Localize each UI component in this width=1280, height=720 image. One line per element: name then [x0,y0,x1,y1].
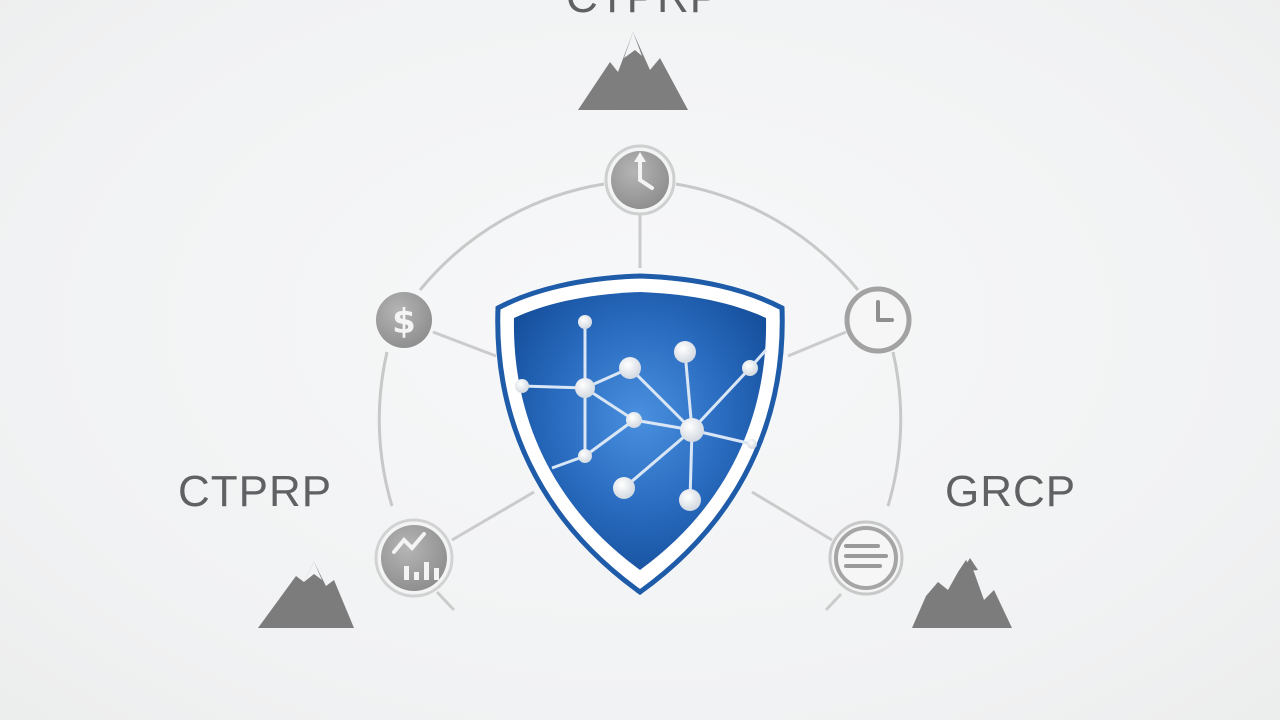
connector-lines [432,214,847,612]
mountain-icon [258,562,354,628]
label-right: GRCP [945,467,1077,516]
document-lines-icon [828,520,904,596]
label-left: CTPRP [178,467,333,516]
svg-text:$: $ [392,302,416,342]
chart-icon [374,518,454,598]
mountain-icon [912,558,1012,628]
clock-icon [844,286,912,354]
dollar-icon: $ [376,292,432,348]
orbit-ring [377,182,903,507]
mountain-icon [578,32,688,110]
label-top: CTPRP [566,0,720,20]
shield-network-icon [495,273,785,596]
clock-icon [604,144,676,216]
